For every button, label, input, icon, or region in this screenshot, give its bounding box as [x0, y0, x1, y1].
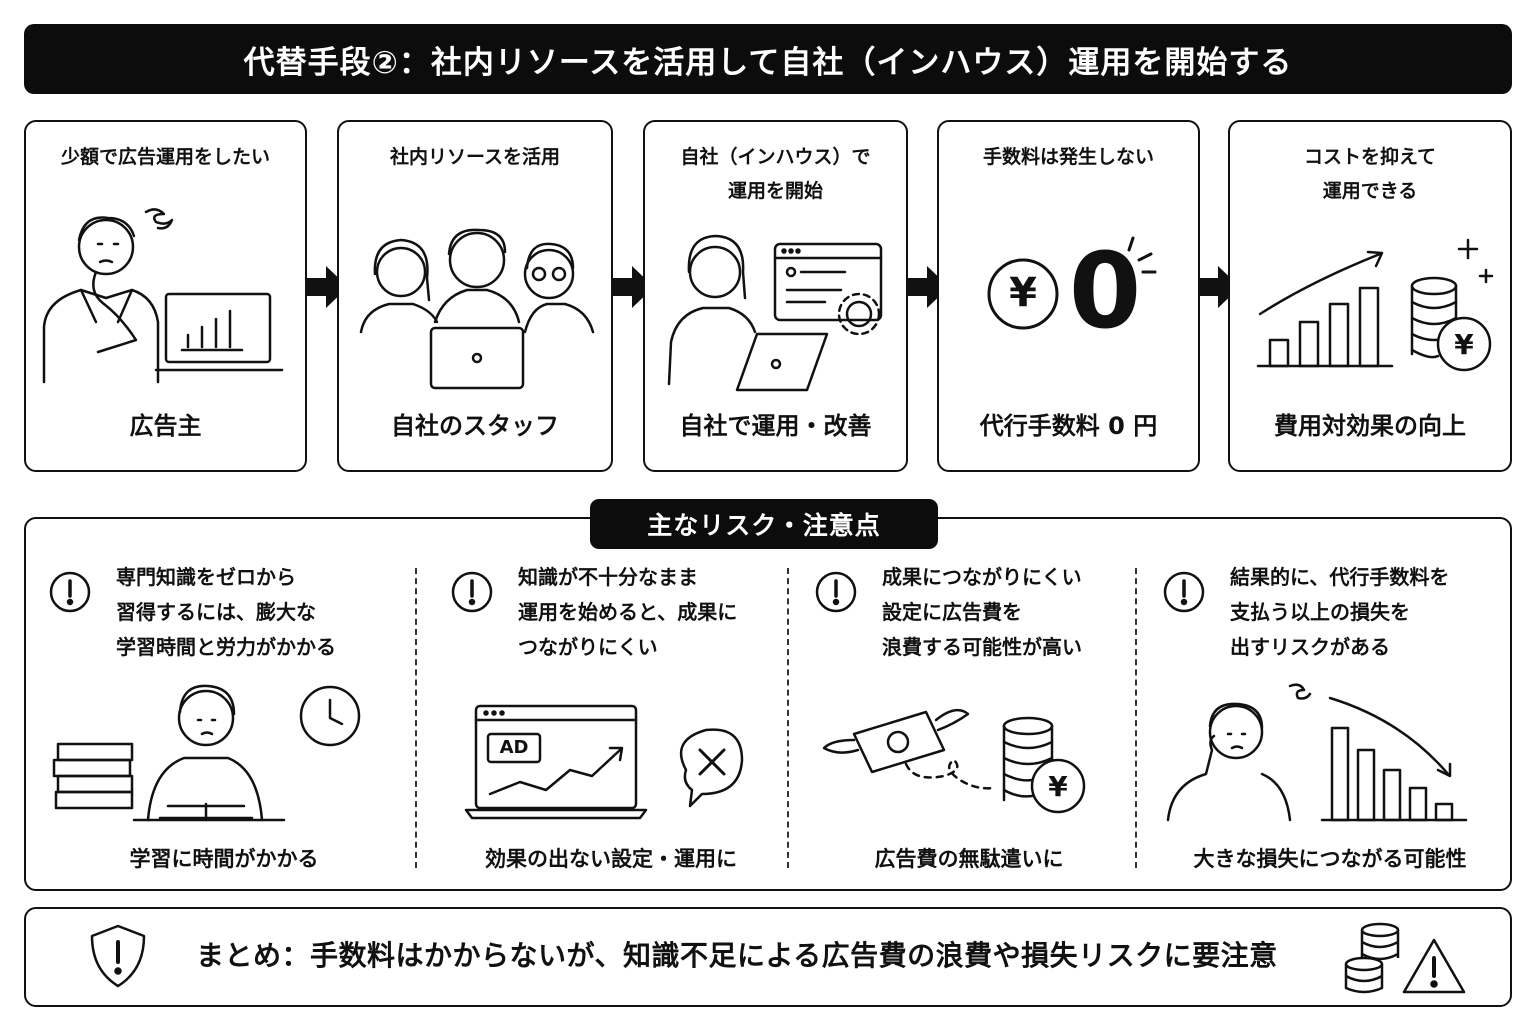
risk-item-poor-setup: 知識が不十分なまま 運用を始めると、成果に つながりにくい AD 効果の出ない設… — [450, 560, 772, 880]
zero-fee-number: 0 — [1068, 230, 1142, 352]
step-internal-staff: 社内リソースを活用 自社のスタッフ — [337, 120, 613, 472]
studying-person-icon — [52, 684, 361, 822]
step-internal-staff-bottom-label: 自社のスタッフ — [391, 412, 559, 440]
step-cost-effectiveness: コストを抑えて 運用できる ¥ 費用対効果の向上 — [1228, 120, 1512, 472]
step-no-fee: 手数料は発生しない ¥ 0 代行手数料 0 円 — [937, 120, 1200, 472]
summary-section — [24, 907, 1512, 1007]
flying-money-icon — [822, 708, 1086, 814]
risk-divider — [415, 568, 417, 868]
risk-heading: 主なリスク・注意点 — [590, 499, 938, 549]
risk-caption: 学習に時間がかかる — [129, 847, 319, 871]
inhouse-operator-icon — [667, 234, 883, 392]
yen-symbol: ¥ — [1009, 270, 1037, 316]
yen-coin-icon — [987, 236, 1157, 330]
step-inhouse-start: 自社（インハウス）で 運用を開始 自社で運用・改善 — [643, 120, 908, 472]
coins-warning-icon — [1344, 922, 1466, 994]
arrow-right-icon — [1198, 266, 1240, 308]
shield-warning-icon — [90, 924, 146, 988]
step-no-fee-top-label: 手数料は発生しない — [982, 146, 1154, 168]
risk-text: 結果的に、代行手数料を 支払う以上の損失を 出すリスクがある — [1230, 565, 1450, 659]
risk-text: 専門知識をゼロから 習得するには、膨大な 学習時間と労力がかかる — [116, 565, 336, 659]
yen-coin-symbol: ¥ — [1454, 328, 1474, 361]
exclamation-circle-icon — [49, 571, 91, 613]
staff-team-icon — [359, 228, 595, 390]
risk-caption: 効果の出ない設定・運用に — [485, 847, 737, 871]
ad-badge: AD — [499, 737, 529, 758]
growth-chart-coins-icon — [1256, 238, 1494, 372]
yen-coin-symbol: ¥ — [1048, 770, 1068, 803]
risk-item-big-loss: 結果的に、代行手数料を 支払う以上の損失を 出すリスクがある 大きな損失につなが… — [1162, 560, 1498, 880]
risk-caption: 大きな損失につながる可能性 — [1193, 847, 1467, 871]
step-cost-effectiveness-top-label: コストを抑えて 運用できる — [1303, 146, 1437, 202]
risk-item-learning-time: 専門知識をゼロから 習得するには、膨大な 学習時間と労力がかかる 学習に時間がか… — [48, 560, 400, 880]
step-inhouse-start-bottom-label: 自社で運用・改善 — [679, 412, 872, 440]
ad-dashboard-icon — [464, 704, 744, 820]
page-title: 代替手段②：社内リソースを活用して自社（インハウス）運用を開始する — [24, 24, 1512, 94]
step-cost-effectiveness-bottom-label: 費用対効果の向上 — [1274, 412, 1466, 440]
exclamation-circle-icon — [1163, 571, 1205, 613]
exclamation-circle-icon — [815, 571, 857, 613]
thinking-advertiser-icon — [42, 208, 284, 384]
risk-divider — [787, 568, 789, 868]
arrow-right-icon — [907, 266, 949, 308]
loss-chart-worried-person-icon — [1166, 683, 1468, 822]
risk-text: 成果につながりにくい 設定に広告費を 浪費する可能性が高い — [882, 565, 1082, 659]
step-advertiser-bottom-label: 広告主 — [129, 412, 202, 440]
step-no-fee-bottom-label: 代行手数料 0 円 — [979, 412, 1158, 440]
risk-divider — [1135, 568, 1137, 868]
step-advertiser-top-label: 少額で広告運用をしたい — [60, 146, 270, 168]
summary-text: まとめ：手数料はかからないが、知識不足による広告費の浪費や損失リスクに要注意 — [196, 939, 1278, 972]
exclamation-circle-icon — [451, 571, 493, 613]
arrow-right-icon — [306, 266, 348, 308]
risk-text: 知識が不十分なまま 運用を始めると、成果に つながりにくい — [518, 565, 738, 659]
risk-caption: 広告費の無駄遣いに — [874, 847, 1064, 871]
arrow-right-icon — [612, 266, 654, 308]
step-internal-staff-top-label: 社内リソースを活用 — [389, 146, 561, 168]
risk-item-wasted-budget: 成果につながりにくい 設定に広告費を 浪費する可能性が高い ¥ 広告費の無駄遣い… — [814, 560, 1124, 880]
step-advertiser: 少額で広告運用をしたい 広告主 — [24, 120, 307, 472]
step-inhouse-start-top-label: 自社（インハウス）で 運用を開始 — [680, 146, 871, 202]
